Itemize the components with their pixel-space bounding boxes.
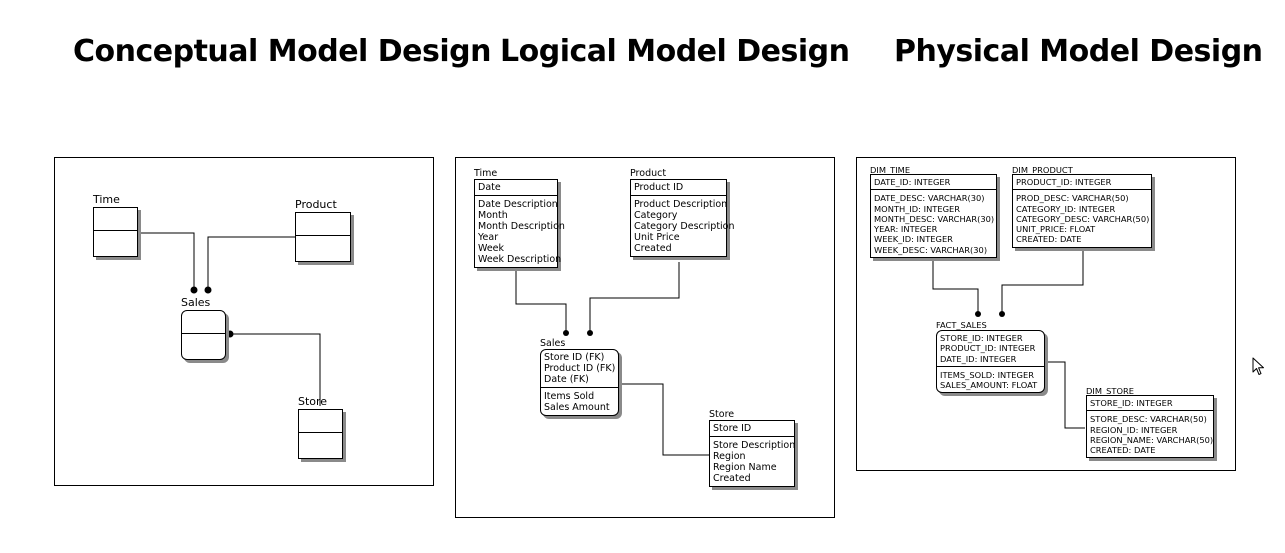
logical-product-attr: Created bbox=[634, 243, 672, 254]
logical-product-attr: Category Description bbox=[634, 221, 735, 232]
conceptual-store-entity bbox=[298, 409, 343, 459]
physical-time-attr: WEEK_DESC: VARCHAR(30) bbox=[874, 244, 988, 255]
logical-relationship-lines bbox=[515, 262, 709, 456]
physical-time-attr: DATE_DESC: VARCHAR(30) bbox=[874, 193, 985, 204]
logical-time-attr: Month Description bbox=[478, 221, 565, 232]
conceptual-product-label: Product bbox=[295, 198, 337, 211]
physical-time-attr: YEAR: INTEGER bbox=[874, 224, 938, 235]
conceptual-time-entity bbox=[93, 207, 138, 257]
physical-sales-attr: ITEMS_SOLD: INTEGER bbox=[940, 369, 1034, 380]
logical-product-title: Product bbox=[630, 168, 667, 179]
logical-store-attr: Created bbox=[713, 473, 751, 484]
physical-store-attr: REGION_NAME: VARCHAR(50) bbox=[1090, 434, 1214, 445]
physical-time-key: DATE_ID: INTEGER bbox=[874, 177, 951, 187]
physical-heading: Physical Model Design bbox=[894, 34, 1263, 69]
conceptual-sales-entity bbox=[181, 310, 226, 360]
logical-heading: Logical Model Design bbox=[500, 34, 850, 69]
mouse-pointer-icon bbox=[1252, 357, 1264, 375]
logical-time-attr: Week Description bbox=[478, 254, 562, 265]
logical-diagram: Time Date Date Description Month Month D… bbox=[455, 157, 835, 518]
physical-time-attr: WEEK_ID: INTEGER bbox=[874, 234, 953, 245]
physical-product-attr: CATEGORY_DESC: VARCHAR(50) bbox=[1016, 213, 1150, 224]
logical-time-entity: Date Date Description Month Month Descri… bbox=[474, 179, 565, 268]
logical-product-attr: Category bbox=[634, 210, 678, 221]
logical-time-attr: Date Description bbox=[478, 199, 558, 210]
logical-time-attr: Month bbox=[478, 210, 508, 221]
physical-time-title: DIM_TIME bbox=[870, 165, 911, 175]
physical-sales-title: FACT_SALES bbox=[936, 320, 987, 330]
conceptual-product-entity bbox=[295, 212, 351, 262]
conceptual-diagram: Time Product Sales Store bbox=[54, 157, 434, 486]
conceptual-sales-label: Sales bbox=[181, 296, 211, 309]
physical-sales-key: DATE_ID: INTEGER bbox=[940, 353, 1017, 364]
logical-sales-attr: Sales Amount bbox=[544, 402, 610, 413]
conceptual-store-label: Store bbox=[298, 395, 328, 408]
physical-product-attr: CATEGORY_ID: INTEGER bbox=[1016, 203, 1116, 214]
logical-sales-title: Sales bbox=[540, 338, 566, 349]
physical-sales-key: PRODUCT_ID: INTEGER bbox=[940, 343, 1036, 354]
physical-product-attr: PROD_DESC: VARCHAR(50) bbox=[1016, 193, 1129, 204]
logical-time-attr: Week bbox=[478, 243, 505, 254]
logical-store-key: Store ID bbox=[713, 423, 752, 434]
physical-store-title: DIM_STORE bbox=[1086, 386, 1135, 396]
physical-product-entity: PRODUCT_ID: INTEGER PROD_DESC: VARCHAR(5… bbox=[1012, 174, 1152, 248]
logical-store-title: Store bbox=[709, 409, 735, 420]
physical-sales-key: STORE_ID: INTEGER bbox=[940, 333, 1023, 343]
logical-store-attr: Store Description bbox=[713, 440, 796, 451]
logical-product-key: Product ID bbox=[634, 182, 684, 193]
logical-sales-attr: Items Sold bbox=[544, 391, 595, 402]
physical-sales-attr: SALES_AMOUNT: FLOAT bbox=[940, 380, 1038, 391]
logical-sales-entity: Store ID (FK) Product ID (FK) Date (FK) … bbox=[540, 349, 619, 416]
physical-time-entity: DATE_ID: INTEGER DATE_DESC: VARCHAR(30) … bbox=[870, 174, 997, 259]
conceptual-time-label: Time bbox=[93, 193, 120, 206]
physical-store-attr: STORE_DESC: VARCHAR(50) bbox=[1090, 414, 1207, 425]
physical-product-attr: CREATED: DATE bbox=[1016, 234, 1082, 245]
logical-time-key: Date bbox=[478, 182, 501, 193]
logical-product-attr: Unit Price bbox=[634, 232, 680, 243]
logical-time-attr: Year bbox=[478, 232, 499, 243]
logical-sales-key: Store ID (FK) bbox=[544, 352, 605, 363]
physical-diagram: DIM_TIME DATE_ID: INTEGER DATE_DESC: VAR… bbox=[856, 157, 1236, 471]
physical-store-entity: STORE_ID: INTEGER STORE_DESC: VARCHAR(50… bbox=[1086, 395, 1214, 459]
physical-store-attr: REGION_ID: INTEGER bbox=[1090, 424, 1178, 435]
logical-sales-key: Date (FK) bbox=[544, 374, 589, 385]
physical-store-key: STORE_ID: INTEGER bbox=[1090, 398, 1173, 408]
logical-sales-key: Product ID (FK) bbox=[544, 363, 616, 374]
conceptual-heading: Conceptual Model Design bbox=[73, 34, 492, 69]
physical-product-attr: UNIT_PRICE: FLOAT bbox=[1016, 224, 1096, 235]
logical-product-attr: Product Description bbox=[634, 199, 728, 210]
physical-time-attr: MONTH_DESC: VARCHAR(30) bbox=[874, 213, 995, 224]
physical-store-attr: CREATED: DATE bbox=[1090, 445, 1156, 456]
physical-product-title: DIM_PRODUCT bbox=[1012, 165, 1073, 175]
logical-store-attr: Region Name bbox=[713, 462, 777, 473]
physical-product-key: PRODUCT_ID: INTEGER bbox=[1016, 177, 1112, 187]
conceptual-relationship-lines bbox=[137, 232, 321, 406]
logical-store-entity: Store ID Store Description Region Region… bbox=[709, 420, 795, 487]
logical-product-entity: Product ID Product Description Category … bbox=[630, 179, 735, 257]
logical-store-attr: Region bbox=[713, 451, 746, 462]
physical-sales-entity: STORE_ID: INTEGER PRODUCT_ID: INTEGER DA… bbox=[936, 330, 1045, 394]
physical-time-attr: MONTH_ID: INTEGER bbox=[874, 203, 961, 214]
logical-time-title: Time bbox=[474, 168, 498, 179]
